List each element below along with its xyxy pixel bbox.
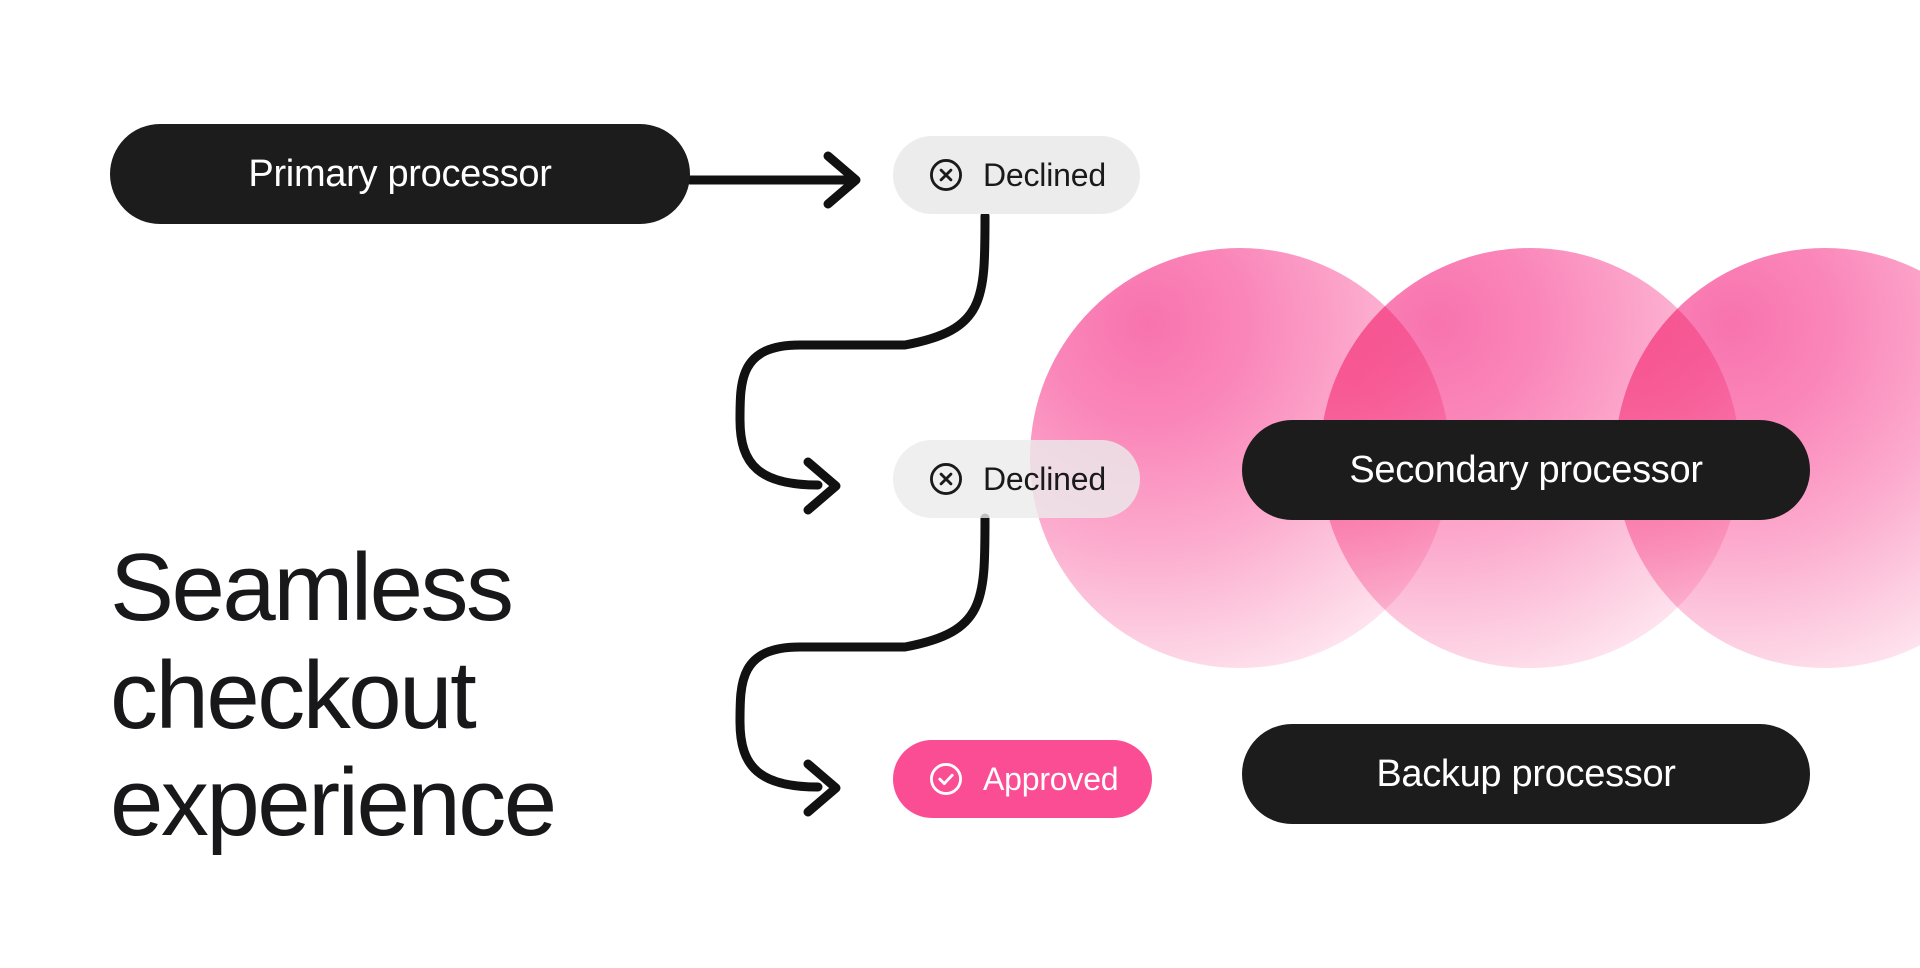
status-badge-approved-label: Approved xyxy=(983,760,1119,797)
processor-pill-primary-label: Primary processor xyxy=(248,152,552,195)
status-badge-declined-primary-label: Declined xyxy=(983,156,1106,193)
headline-line-1: Seamless xyxy=(110,534,514,642)
processor-pill-backup-label: Backup processor xyxy=(1376,752,1676,795)
headline-line-2: checkout xyxy=(110,641,477,749)
status-badge-approved[interactable]: Approved xyxy=(893,740,1153,818)
status-badge-declined-secondary[interactable]: Declined xyxy=(893,440,1140,518)
circle-check-icon xyxy=(930,763,962,795)
blob-white-fade xyxy=(1000,470,1920,890)
headline-line-3: experience xyxy=(110,749,557,857)
processor-pill-primary[interactable]: Primary processor xyxy=(110,124,690,224)
circle-x-icon xyxy=(930,159,962,191)
processor-pill-secondary-label: Secondary processor xyxy=(1349,448,1703,491)
circle-x-icon xyxy=(930,463,962,495)
page-headline: Seamless checkout experience xyxy=(110,534,730,857)
processor-pill-secondary[interactable]: Secondary processor xyxy=(1242,420,1810,520)
status-badge-declined-secondary-label: Declined xyxy=(983,460,1106,497)
processor-pill-backup[interactable]: Backup processor xyxy=(1242,724,1810,824)
arrow-primary-to-declined-1 xyxy=(685,151,861,209)
status-badge-declined-primary[interactable]: Declined xyxy=(893,136,1140,214)
